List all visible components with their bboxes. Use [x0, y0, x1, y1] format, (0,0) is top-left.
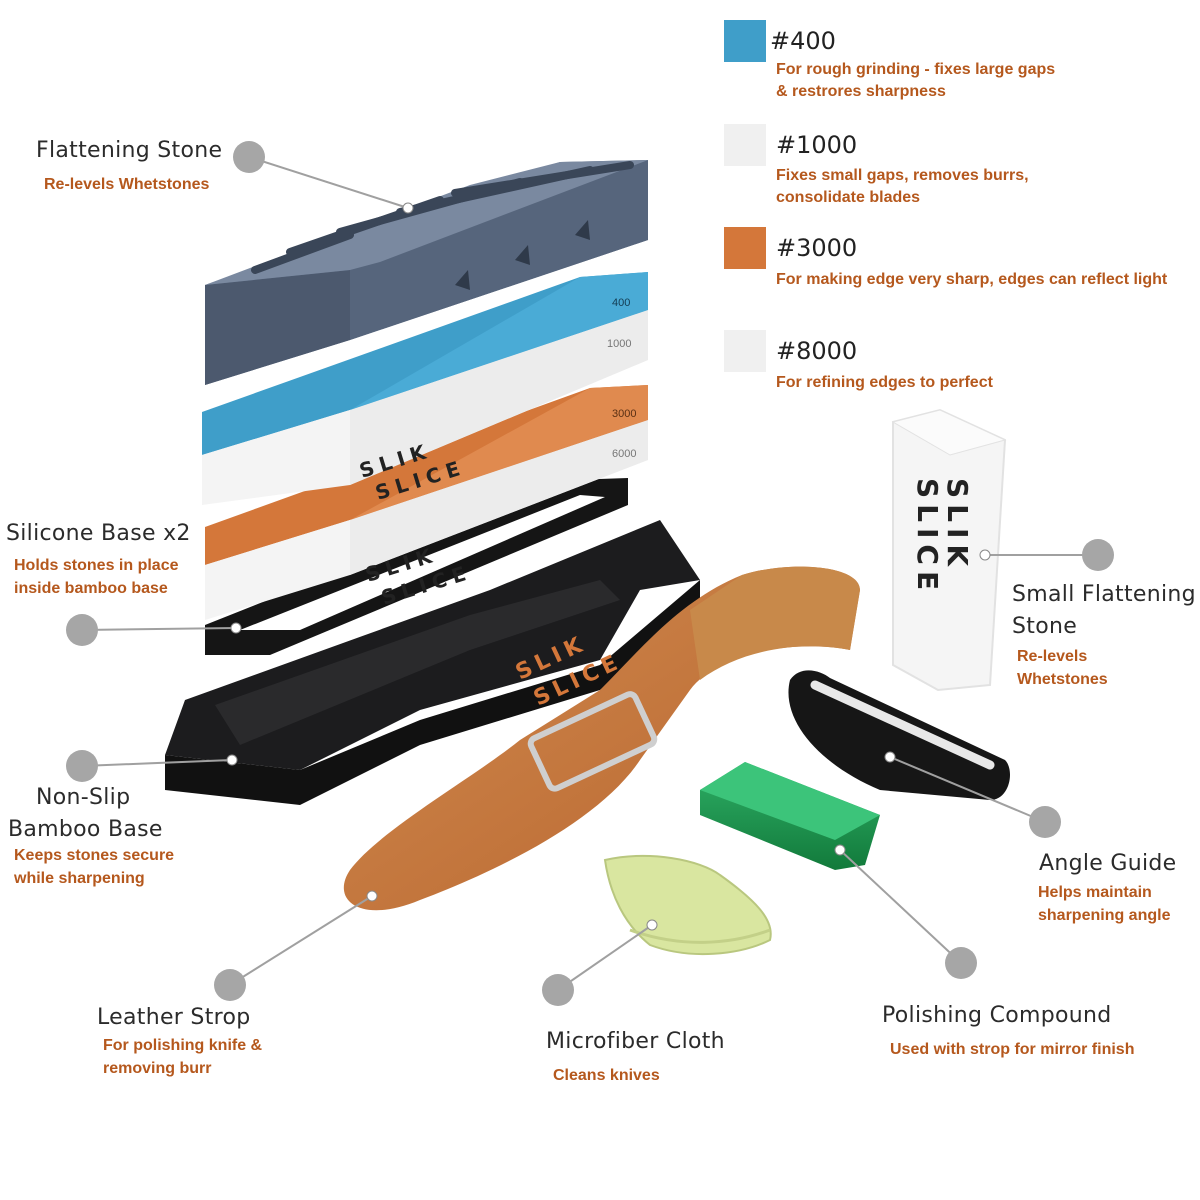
swatch-1000: [724, 124, 766, 166]
bamboo-base-desc-line2: while sharpening: [14, 870, 145, 887]
callout-lines: [81, 156, 1098, 991]
microfiber-cloth-desc: Cleans knives: [553, 1067, 660, 1084]
grit-label-3000: 3000: [612, 408, 636, 420]
small-flattening-stone-title-line2: Stone: [1012, 614, 1078, 639]
leather-strop-desc-line2: removing burr: [103, 1060, 212, 1077]
grit-desc-1000-line1: Fixes small gaps, removes burrs,: [776, 167, 1029, 184]
flattening-stone-title: Flattening Stone: [36, 138, 223, 163]
angle-guide-title: Angle Guide: [1039, 851, 1177, 876]
microfiber-cloth-title: Microfiber Cloth: [546, 1029, 725, 1054]
angle-guide-desc-line1: Helps maintain: [1038, 884, 1152, 901]
swatch-3000: [724, 227, 766, 269]
silicone-base: [205, 478, 628, 655]
grit-title-8000: #8000: [776, 337, 858, 365]
callout-anchors: [226, 202, 991, 931]
angle-guide-desc-line2: sharpening angle: [1038, 907, 1171, 924]
whetstone-3000-8000: 3000 6000 SLIK SLICE: [205, 385, 648, 620]
bamboo-base-desc-line1: Keeps stones secure: [14, 847, 175, 864]
grit-label-6000: 6000: [612, 448, 636, 460]
silicone-base-desc-line2: inside bamboo base: [14, 580, 168, 597]
small-stone-brand-bottom: SLICE: [911, 478, 944, 596]
swatch-400: [724, 20, 766, 62]
polishing-compound: [700, 762, 880, 870]
bamboo-base-title-line2: Bamboo Base: [8, 817, 163, 842]
small-flattening-stone-desc-line1: Re-levels: [1017, 648, 1088, 665]
polishing-compound-desc: Used with strop for mirror finish: [890, 1041, 1135, 1058]
silicone-base-title: Silicone Base x2: [6, 521, 191, 546]
grit-title-400: #400: [770, 27, 836, 55]
polishing-compound-title: Polishing Compound: [882, 1003, 1112, 1028]
bamboo-base: [165, 520, 700, 805]
grit-title-3000: #3000: [776, 234, 858, 262]
small-stone-brand-top: SLIK: [941, 478, 974, 572]
swatch-8000: [724, 330, 766, 372]
grit-desc-8000-line1: For refining edges to perfect: [776, 374, 993, 391]
small-flattening-stone-desc-line2: Whetstones: [1017, 671, 1108, 688]
leather-strop-title: Leather Strop: [97, 1005, 251, 1030]
leather-strop: SLIK SLICE: [343, 566, 860, 911]
grit-desc-400-line2: & restrores sharpness: [776, 83, 946, 100]
callout-dots: [66, 141, 1114, 1006]
whetstone-400-1000: 400 1000 SLIK SLICE: [202, 272, 648, 505]
silicone-base-desc-line1: Holds stones in place: [14, 557, 179, 574]
angle-guide: [788, 670, 1010, 800]
grit-desc-400-line1: For rough grinding - fixes large gaps: [776, 61, 1056, 78]
flattening-stone-desc: Re-levels Whetstones: [44, 176, 210, 193]
grit-desc-1000-line2: consolidate blades: [776, 189, 921, 206]
grit-desc-3000-line1: For making edge very sharp, edges can re…: [776, 271, 1168, 288]
flattening-stone: [205, 160, 648, 385]
small-flattening-stone-title-line1: Small Flattening: [1012, 582, 1196, 607]
leather-strop-desc-line1: For polishing knife &: [103, 1037, 263, 1054]
grit-title-1000: #1000: [776, 131, 858, 159]
grit-label-1000: 1000: [607, 338, 631, 350]
grit-label-400: 400: [612, 297, 630, 309]
small-flattening-stone: SLIK SLICE: [891, 408, 1007, 692]
bamboo-base-title-line1: Non-Slip: [36, 785, 131, 810]
